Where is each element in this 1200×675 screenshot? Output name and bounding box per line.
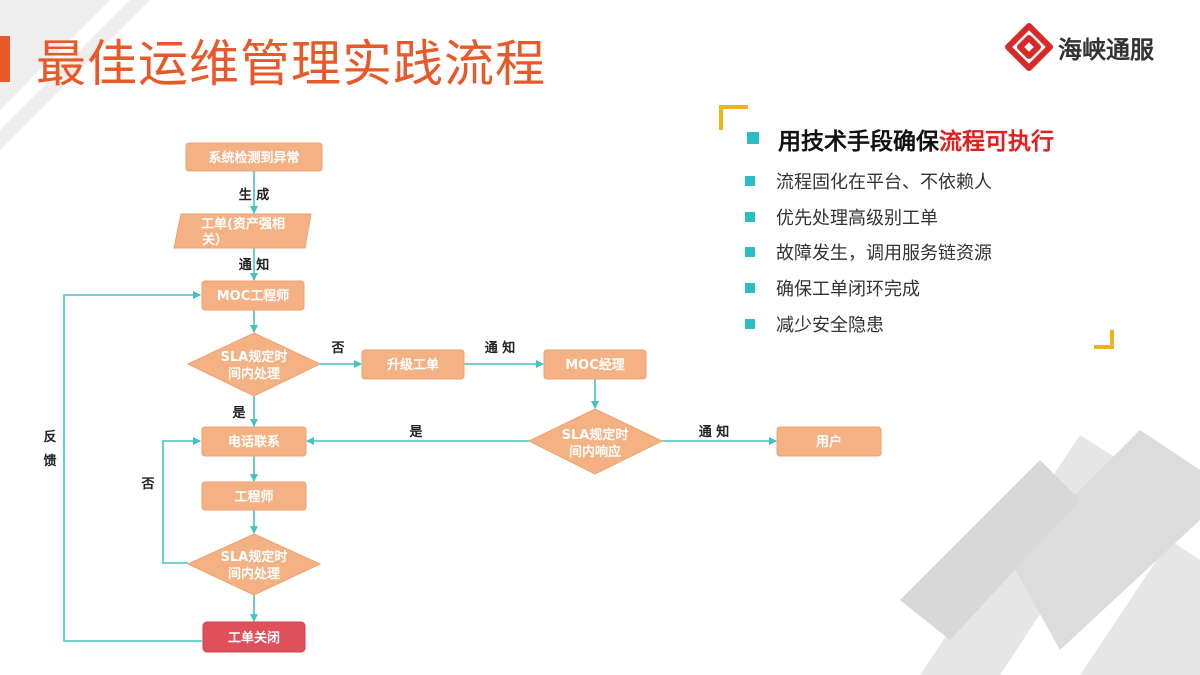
flowchart: 系统检测到异常 工单(资产强相 关） MOC工程师 SLA规定时 间内处理 升级… xyxy=(43,142,882,653)
connector-sla2-retry xyxy=(162,437,201,564)
node-sla-process-1 xyxy=(186,332,322,397)
node-close-label: 工单关闭 xyxy=(228,630,280,646)
node-sla2-label-2: 间内处理 xyxy=(228,566,280,582)
node-sla-process-2 xyxy=(186,533,322,596)
node-moc-manager xyxy=(543,349,647,380)
edge-label-notify-2: 通 知 xyxy=(485,340,516,356)
node-sla1-label-1: SLA规定时 xyxy=(221,349,288,365)
point-bullet xyxy=(745,247,755,257)
slide-title: 最佳运维管理实践流程 xyxy=(36,35,546,93)
edge-label-yes-1: 是 xyxy=(231,406,246,421)
edge-label-generate: 生 成 xyxy=(239,187,270,203)
points-frame xyxy=(719,105,1114,349)
node-moc-engineer-label: MOC工程师 xyxy=(217,288,290,304)
point-bullet xyxy=(745,176,755,186)
connector-feedback-loop xyxy=(63,291,202,642)
node-sla1-label-2: 间内处理 xyxy=(228,366,280,382)
edge-label-notify-1: 通 知 xyxy=(239,257,270,273)
node-engineer xyxy=(201,481,307,511)
points-heading-plain: 用技术手段确保 xyxy=(778,129,939,155)
node-phone-label: 电话联系 xyxy=(228,434,280,450)
node-ticket xyxy=(173,213,312,249)
flow-nodes xyxy=(173,142,882,653)
point-item: 优先处理高级别工单 xyxy=(776,208,938,229)
node-ticket-close xyxy=(202,621,306,653)
node-detect-anomaly xyxy=(185,142,323,172)
node-phone-contact xyxy=(201,426,307,457)
node-moc-manager-label: MOC经理 xyxy=(565,357,625,373)
node-detect-label: 系统检测到异常 xyxy=(208,150,299,166)
points-heading-highlight: 流程可执行 xyxy=(939,129,1054,155)
point-bullet xyxy=(745,319,755,329)
title-accent-bar xyxy=(0,36,10,82)
frame-corner-bottom-right xyxy=(1094,330,1114,349)
node-escalate-label: 升级工单 xyxy=(387,357,439,373)
node-engineer-label: 工程师 xyxy=(234,489,273,505)
node-escalate-ticket xyxy=(361,349,465,380)
corner-pattern-top-left xyxy=(0,0,150,150)
edge-label-no-1: 否 xyxy=(330,341,344,356)
node-ticket-label-2: 关） xyxy=(202,232,228,248)
edge-labels: 生 成 通 知 否 通 知 是 是 通 知 否 反 馈 xyxy=(43,187,729,492)
node-user-label: 用户 xyxy=(815,434,842,450)
corner-pattern-bottom-right xyxy=(900,430,1200,675)
connectors xyxy=(63,171,777,642)
company-logo-icon xyxy=(1005,23,1053,71)
point-bullet xyxy=(745,212,755,222)
node-sla-resp-label-2: 间内响应 xyxy=(569,444,621,460)
node-user xyxy=(776,426,882,457)
node-sla-resp-label-1: SLA规定时 xyxy=(562,427,629,443)
company-logo-text: 海峡通服 xyxy=(1058,36,1154,64)
point-item: 确保工单闭环完成 xyxy=(776,279,920,300)
frame-corner-top-left xyxy=(719,105,748,130)
node-ticket-label-1: 工单(资产强相 xyxy=(201,216,285,232)
edge-label-notify-3: 通 知 xyxy=(699,424,730,440)
heading-bullet xyxy=(747,132,759,144)
node-sla-response xyxy=(527,408,664,475)
point-item: 流程固化在平台、不依赖人 xyxy=(776,172,992,193)
edge-label-yes-2: 是 xyxy=(408,425,423,440)
edge-label-feedback-1: 反 xyxy=(43,429,56,445)
node-moc-engineer xyxy=(201,280,305,311)
edge-label-no-2: 否 xyxy=(140,477,154,492)
points-heading: 用技术手段确保流程可执行 xyxy=(778,122,1054,156)
node-labels: 系统检测到异常 工单(资产强相 关） MOC工程师 SLA规定时 间内处理 升级… xyxy=(201,150,842,646)
point-bullet xyxy=(745,283,755,293)
point-item: 减少安全隐患 xyxy=(776,315,884,336)
node-sla2-label-1: SLA规定时 xyxy=(221,549,288,565)
edge-label-feedback-2: 馈 xyxy=(43,453,56,469)
point-item: 故障发生，调用服务链资源 xyxy=(776,243,992,264)
